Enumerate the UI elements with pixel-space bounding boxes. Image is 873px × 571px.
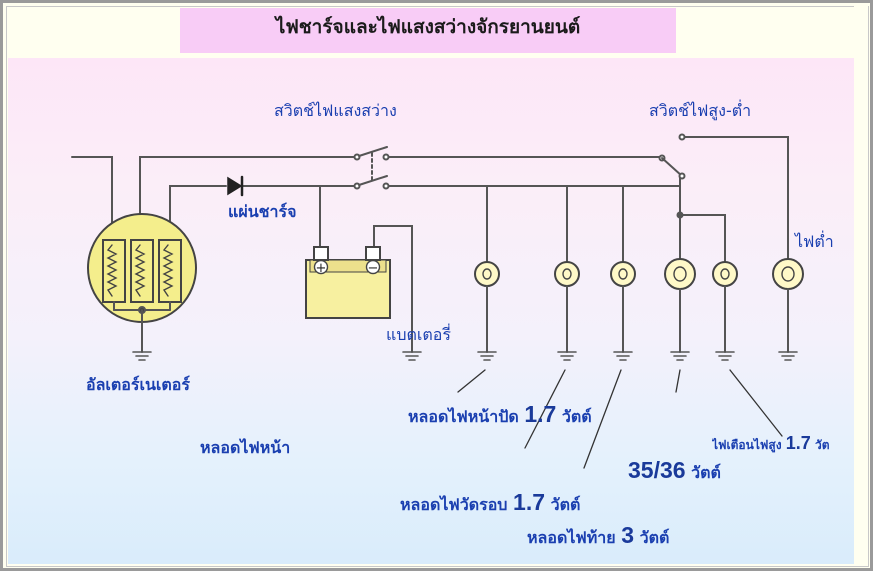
pointer-lines (457, 369, 783, 469)
battery-label: แบตเตอรี่ (386, 325, 451, 344)
low-beam-label: ไฟต่ำ (795, 232, 834, 251)
rpm-lamp-unit: วัตต์ (550, 495, 581, 514)
headlamp-label: หลอดไฟหน้า (200, 438, 291, 457)
headlamp-watt: 35/36 (628, 457, 686, 483)
bulb-low-beam (772, 258, 804, 353)
hi-lo-switch-label: สวิตช์ไฟสูง-ต่ำ (649, 101, 752, 120)
headlamp-unit: วัตต์ (691, 463, 721, 482)
bulb-hibeam-indicator (712, 261, 738, 353)
rpm-lamp-text: หลอดไฟวัดรอบ (400, 495, 508, 514)
page-title: ไฟชาร์จและไฟแสงสว่างจักรยานยนต์ (275, 16, 581, 38)
light-switch-label: สวิตช์ไฟแสงสว่าง (274, 101, 397, 120)
hi-lo-switch-symbol (658, 133, 686, 219)
bulb-headlamp (664, 258, 696, 353)
hibeam-indicator-text: ไฟเตือนไฟสูง (712, 438, 782, 452)
hibeam-indicator-unit: วัต (814, 438, 830, 452)
rpm-lamp-label: หลอดไฟวัดรอบ 1.7 วัตต์ (400, 489, 580, 518)
alternator-symbol (87, 213, 197, 353)
parking-lamp-label: หลอดไฟหน้าปัด 1.7 วัตต์ (408, 401, 592, 430)
bulb-parking-lamp (474, 261, 500, 353)
battery-symbol: + − (305, 246, 391, 319)
battery-positive-mark: + (316, 261, 327, 276)
bulb-tail-lamp (610, 261, 636, 353)
parking-lamp-unit: วัตต์ (561, 407, 592, 426)
bulb-rpm-lamp (554, 261, 580, 353)
tail-lamp-text: หลอดไฟท้าย (527, 528, 616, 547)
battery-negative-mark: − (368, 261, 379, 276)
rectifier-diode (227, 175, 244, 197)
right-margin (854, 6, 868, 565)
parking-lamp-text: หลอดไฟหน้าปัด (408, 407, 519, 426)
headlamp-watt-label: 35/36 วัตต์ (628, 457, 721, 486)
tail-lamp-unit: วัตต์ (639, 528, 670, 547)
wires (71, 136, 789, 353)
title-banner (180, 8, 676, 53)
ground-symbols (132, 351, 798, 361)
tail-lamp-label: หลอดไฟท้าย 3 วัตต์ (527, 522, 669, 551)
hibeam-indicator-label: ไฟเตือนไฟสูง 1.7 วัต (712, 433, 854, 455)
tail-lamp-watt: 3 (621, 522, 635, 548)
rectifier-label: แผ่นชาร์จ (228, 202, 297, 221)
parking-lamp-watt: 1.7 (524, 401, 557, 427)
light-switch-symbol (353, 146, 390, 190)
rpm-lamp-watt: 1.7 (513, 489, 546, 515)
hibeam-indicator-watt: 1.7 (785, 433, 811, 453)
alternator-label: อัลเตอร์เนเตอร์ (86, 375, 190, 394)
